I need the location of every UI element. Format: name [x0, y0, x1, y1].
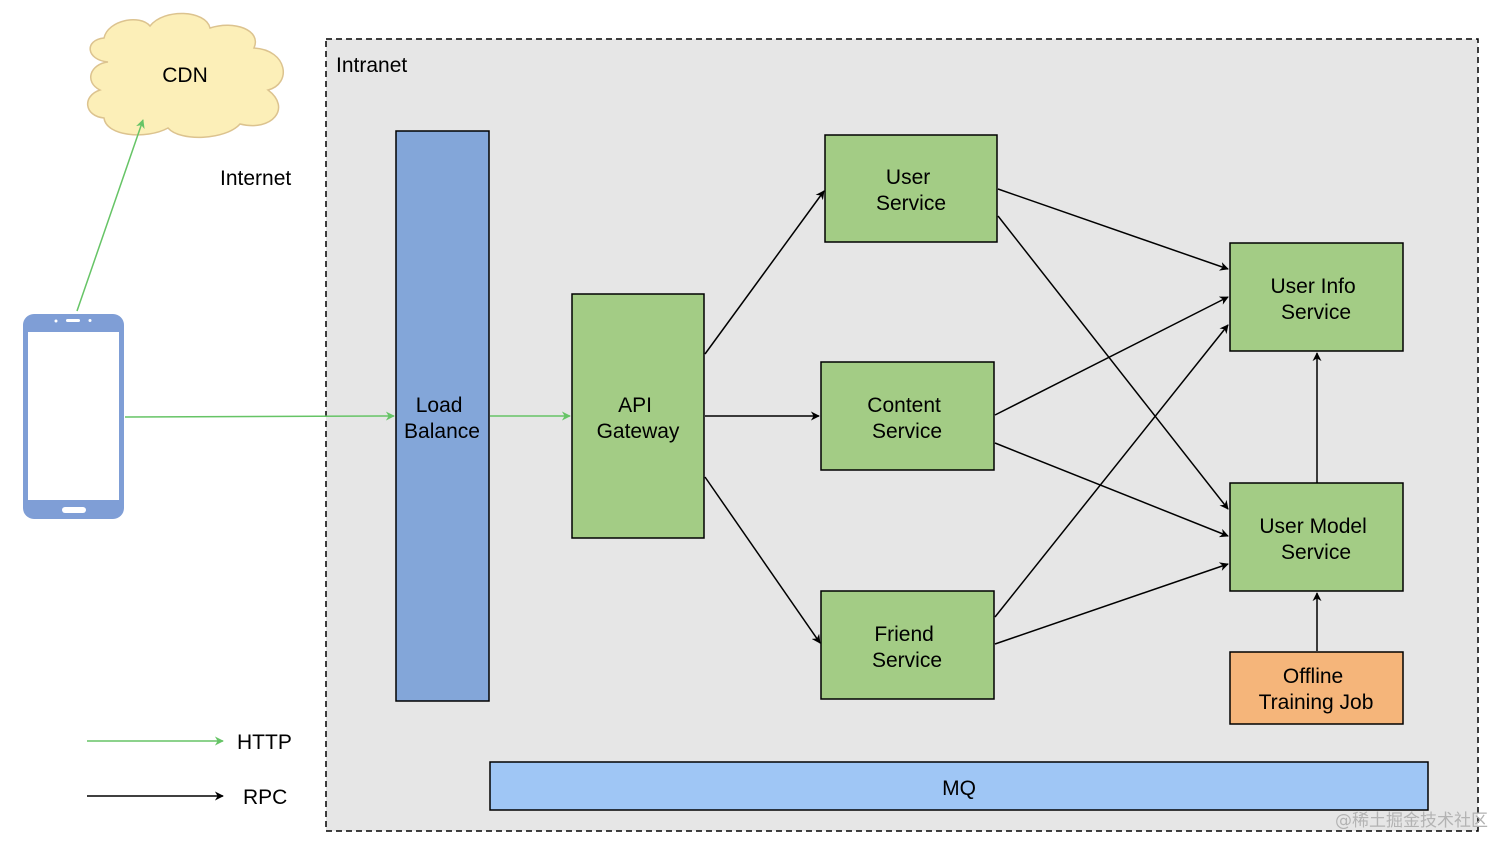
- user-info-service-label: User Info Service: [1270, 275, 1361, 324]
- rpc-edge-content-service-to-user-info: [994, 296, 1229, 416]
- mobile-phone-icon: [23, 314, 124, 519]
- content-service-label: Content Service: [867, 394, 946, 443]
- rpc-edge-user-service-to-user-model: [997, 215, 1229, 510]
- friend-service-node: [820, 590, 995, 700]
- legend-http-label: HTTP: [237, 731, 292, 754]
- user-service-node: [824, 134, 998, 243]
- user-model-service-label: User Model Service: [1259, 515, 1372, 564]
- api-gateway-label: API Gateway: [597, 394, 680, 443]
- content-service-node: [820, 361, 995, 471]
- load-balancer-label: Load Balance: [404, 394, 480, 443]
- rpc-edge-gateway-to-user-service: [704, 190, 825, 355]
- intranet-label: Intranet: [336, 54, 407, 77]
- cdn-label: CDN: [162, 64, 208, 87]
- user-info-service-node: [1229, 242, 1404, 352]
- rpc-edge-friend-service-to-user-model: [994, 562, 1229, 645]
- http-edge-phone-to-cdn: [76, 119, 145, 312]
- rpc-edge-content-service-to-user-model: [994, 442, 1229, 538]
- user-service-label: User Service: [876, 166, 946, 215]
- offline-training-job-label: Offline Training Job: [1259, 665, 1374, 714]
- rpc-edge-user-service-to-user-info: [997, 188, 1229, 271]
- legend: HTTP RPC: [87, 731, 292, 809]
- watermark: @稀土掘金技术社区: [1335, 811, 1488, 831]
- internet-label: Internet: [220, 167, 291, 190]
- mq-label: MQ: [942, 777, 976, 800]
- api-gateway-node: [571, 293, 705, 539]
- legend-rpc-label: RPC: [243, 786, 287, 809]
- offline-training-job-node: [1229, 651, 1404, 725]
- friend-service-label: Friend Service: [872, 623, 942, 672]
- http-edge-phone-to-load-balancer: [124, 411, 395, 421]
- mq-node: [489, 761, 1429, 811]
- load-balancer-node: [395, 130, 490, 702]
- user-model-service-node: [1229, 482, 1404, 592]
- rpc-edge-friend-service-to-user-info: [994, 324, 1229, 618]
- rpc-edge-gateway-to-friend-service: [704, 476, 821, 644]
- cdn-cloud-icon: [87, 12, 284, 138]
